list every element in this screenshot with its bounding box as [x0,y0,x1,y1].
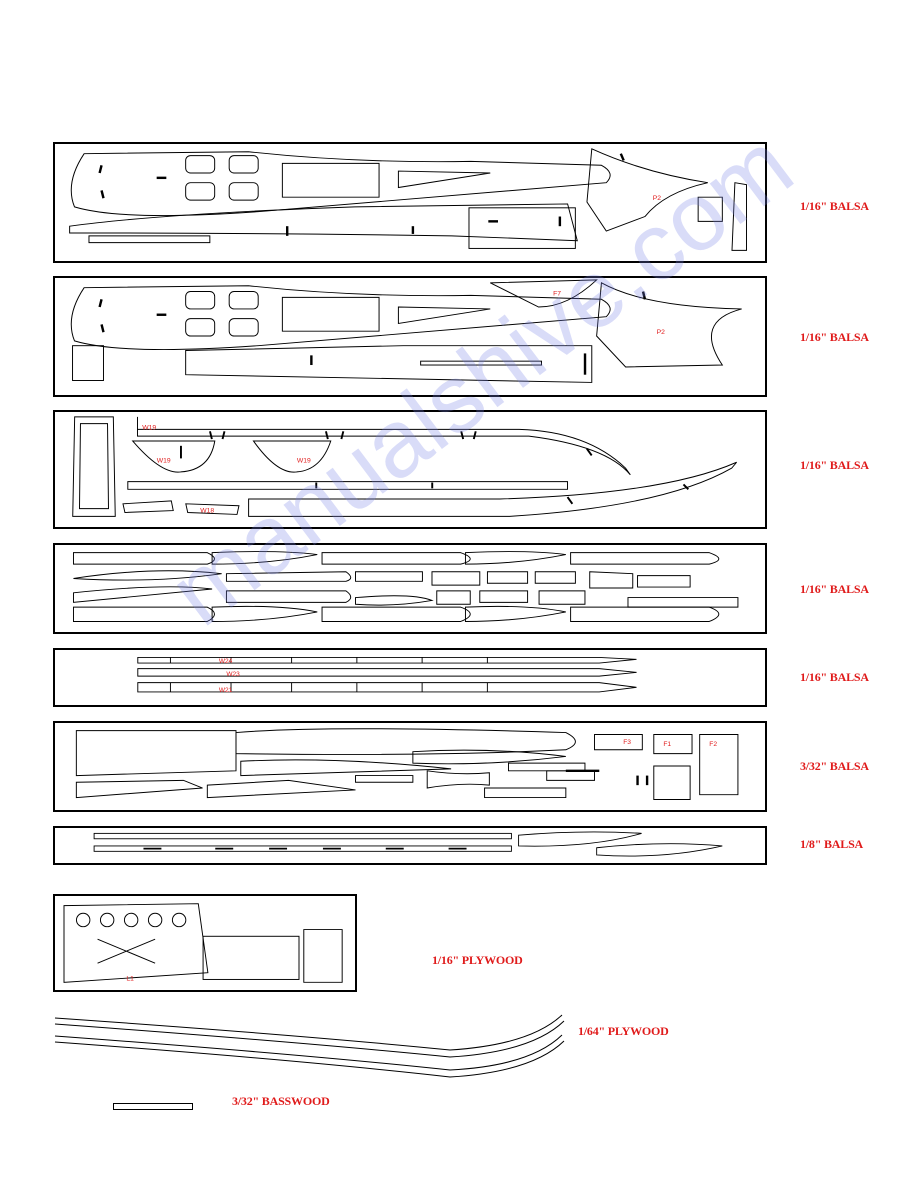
svg-text:W21: W21 [219,687,233,694]
sheet-4-material-label: 1/16" BALSA [800,582,869,596]
svg-text:F3: F3 [623,739,631,746]
svg-text:W19: W19 [142,424,156,431]
sheet-7-material-label: 1/8" BALSA [800,837,864,851]
svg-text:F2: F2 [709,741,717,748]
sheet-6-material-label: 3/32" BALSA [800,759,869,773]
sheet-7-balsa [53,826,767,865]
sheet-10-material-label: 3/32" BASSWOOD [232,1094,330,1108]
sheet-1-material-label: 1/16" BALSA [800,199,869,213]
sheet-5-material-label: 1/16" BALSA [800,670,869,684]
sheet-8-parts: L1 [63,903,343,983]
sheet-3-material-label: 1/16" BALSA [800,458,869,472]
sheet-7-parts [93,831,723,857]
sheet-3-balsa: W19 W19 W19 W18 [53,410,767,529]
sheet-3-parts: W19 W19 W19 W18 [72,416,738,517]
sheet-2-material-label: 1/16" BALSA [800,330,869,344]
sheet-9-material-label: 1/64" PLYWOOD [578,1024,669,1038]
sheet-2-balsa: F7 P2 [53,276,767,397]
sheet-9-plywood-strips [54,1014,565,1078]
svg-text:L1: L1 [126,975,134,982]
sheet-6-parts: F3 F1 F2 [75,728,739,800]
sheet-1-parts: P2 [69,148,747,251]
sheet-6-balsa: F3 F1 F2 [53,721,767,812]
svg-text:P2: P2 [657,329,666,336]
sheet-8-plywood: L1 [53,894,357,992]
sheet-4-balsa [53,543,767,634]
svg-text:W24: W24 [219,658,233,665]
svg-text:P2: P2 [653,195,662,202]
sheet-5-balsa: W24 W23 W21 [53,648,767,707]
sheet-2-parts: F7 P2 [70,279,742,383]
svg-text:F7: F7 [553,290,561,297]
svg-text:W18: W18 [200,508,214,515]
sheet-8-material-label: 1/16" PLYWOOD [432,953,523,967]
sheet-4-parts [72,551,739,622]
svg-text:F1: F1 [663,741,671,748]
svg-text:W19: W19 [297,457,311,464]
svg-text:W23: W23 [226,671,240,678]
svg-text:W19: W19 [157,457,171,464]
basswood-strip [113,1103,193,1110]
sheet-5-parts: W24 W23 W21 [137,656,637,694]
sheet-1-balsa: P2 [53,142,767,263]
